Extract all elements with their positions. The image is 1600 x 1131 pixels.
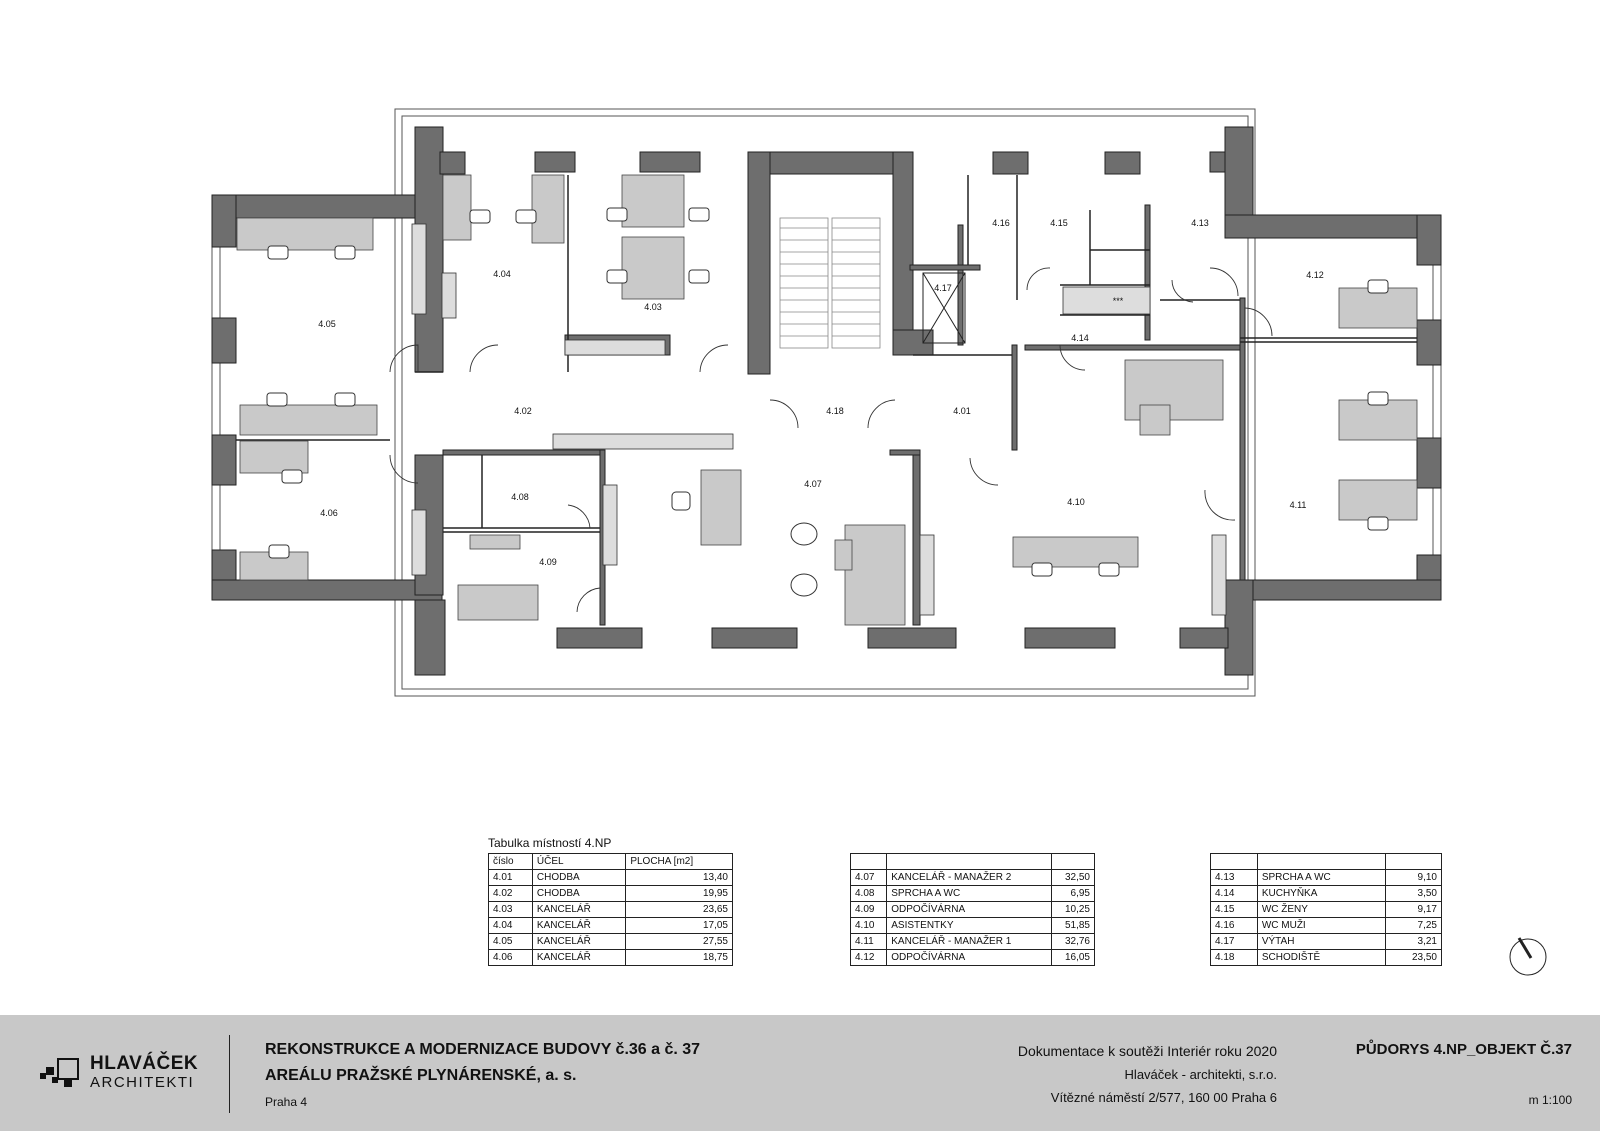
table-header-row (849, 853, 1096, 870)
header-number: číslo (488, 853, 533, 870)
floor-plan: 4.01 4.02 4.03 4.04 4.05 4.06 4.07 4.08 … (211, 108, 1547, 976)
room-label-4.06: 4.06 (320, 508, 338, 518)
room-label-4.17: 4.17 (934, 283, 952, 293)
room-label-4.08: 4.08 (511, 492, 529, 502)
documentation-line1: Dokumentace k soutěži Interiér roku 2020 (1017, 1043, 1277, 1059)
room-labels: 4.01 4.02 4.03 4.04 4.05 4.06 4.07 4.08 … (318, 218, 1324, 567)
chairs (266, 207, 1389, 597)
room-label-4.18: 4.18 (826, 406, 844, 416)
room-label-4.01: 4.01 (953, 406, 971, 416)
logo-squares-icon (40, 1058, 79, 1087)
project-city: Praha 4 (265, 1095, 308, 1109)
room-label-4.12: 4.12 (1306, 270, 1324, 280)
doors (389, 267, 1273, 613)
room-label-4.07: 4.07 (804, 479, 822, 489)
drawing-scale: m 1:100 (1528, 1093, 1572, 1107)
header-area: PLOCHA [m2] (625, 853, 733, 870)
room-label-4.03: 4.03 (644, 302, 662, 312)
logo-line1: HLAVÁČEK (90, 1053, 199, 1074)
logo-line2: ARCHITEKTI (90, 1074, 195, 1091)
partitions (236, 175, 1417, 533)
room-label-4.09: 4.09 (539, 557, 557, 567)
staircase (779, 217, 881, 349)
walls (211, 126, 1442, 676)
company-logo: HLAVÁČEK ARCHITEKTI (38, 1053, 218, 1103)
kitchen-mark: *** (1113, 296, 1124, 306)
table-title: Tabulka místností 4.NP (488, 836, 612, 850)
room-label-4.13: 4.13 (1191, 218, 1209, 228)
elevator (922, 272, 966, 344)
furniture (236, 174, 1418, 626)
north-arrow-icon (1509, 937, 1547, 976)
room-label-4.04: 4.04 (493, 269, 511, 279)
title-block: HLAVÁČEK ARCHITEKTI REKONSTRUKCE A MODER… (0, 1015, 1600, 1131)
room-label-4.10: 4.10 (1067, 497, 1085, 507)
project-title-line1: REKONSTRUKCE A MODERNIZACE BUDOVY č.36 a… (265, 1041, 701, 1058)
room-label-4.05: 4.05 (318, 319, 336, 329)
project-title-line2: AREÁLU PRAŽSKÉ PLYNÁRENSKÉ, a. s. (265, 1067, 577, 1084)
room-label-4.02: 4.02 (514, 406, 532, 416)
cabinets (411, 223, 1227, 616)
footer-divider (229, 1035, 230, 1113)
room-label-4.15: 4.15 (1050, 218, 1068, 228)
documentation-line3: Vítězné náměstí 2/577, 160 00 Praha 6 (1050, 1090, 1277, 1105)
room-label-4.14: 4.14 (1071, 333, 1089, 343)
room-label-4.16: 4.16 (992, 218, 1010, 228)
table-header-row (1210, 853, 1442, 870)
drawing-title: PŮDORYS 4.NP_OBJEKT Č.37 (1355, 1041, 1572, 1058)
header-purpose: ÚČEL (531, 853, 627, 870)
room-label-4.11: 4.11 (1290, 500, 1307, 510)
documentation-line2: Hlaváček - architekti, s.r.o. (1124, 1067, 1277, 1082)
